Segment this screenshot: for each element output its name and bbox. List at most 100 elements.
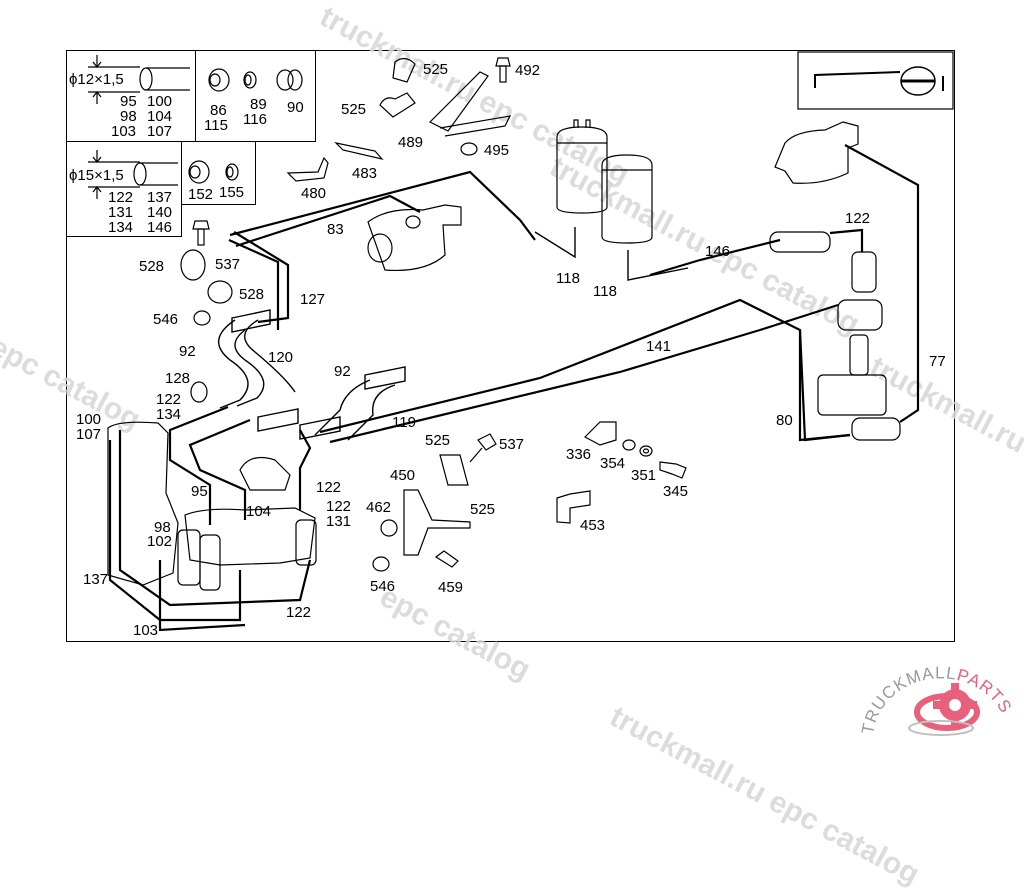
legend-part: 155	[219, 184, 245, 201]
part-label[interactable]: 95	[191, 483, 208, 500]
clip-icon	[190, 381, 208, 403]
clip-icon	[379, 92, 416, 118]
bracket-icon	[584, 421, 617, 446]
part-label[interactable]: 128	[165, 370, 191, 387]
part-label[interactable]: 546	[153, 311, 179, 328]
part-label[interactable]: 122	[286, 604, 312, 621]
pipe-lower-2	[108, 440, 242, 622]
part-label[interactable]: 118	[593, 283, 617, 300]
part-label[interactable]: 100	[76, 411, 102, 428]
part-label[interactable]: 102	[147, 533, 173, 550]
nut-icon	[193, 310, 211, 326]
pump-icon	[774, 121, 859, 184]
legend-part: 134	[108, 219, 134, 236]
part-label[interactable]: 351	[631, 467, 657, 484]
pipe-480	[229, 170, 536, 241]
part-label[interactable]: 528	[239, 286, 265, 303]
brand-logo: TRUCKMALLPARTS	[855, 650, 1024, 750]
hose-92	[218, 319, 249, 409]
legend-part: 115	[204, 117, 228, 134]
nut-icon	[208, 68, 230, 92]
inset-box	[797, 51, 954, 110]
legend-part: 152	[188, 186, 214, 203]
part-label[interactable]: 120	[268, 349, 294, 366]
legend-part: 131	[108, 204, 134, 221]
legend-part: 95	[120, 93, 137, 110]
part-label[interactable]: 77	[929, 353, 946, 370]
part-label[interactable]: 122	[326, 498, 352, 515]
part-label[interactable]: 122	[156, 391, 182, 408]
pipe-left-2	[188, 418, 251, 520]
legend-part: 107	[147, 123, 173, 140]
part-label[interactable]: 525	[423, 61, 449, 78]
part-label[interactable]: 480	[301, 185, 327, 202]
legend-fittings-bottom	[181, 141, 256, 205]
part-label[interactable]: 336	[566, 446, 592, 463]
part-label[interactable]: 462	[366, 499, 392, 516]
legend-part: 122	[108, 189, 134, 206]
part-label[interactable]: 453	[580, 517, 606, 534]
part-label[interactable]: 104	[246, 503, 272, 520]
legend-part: 146	[147, 219, 173, 236]
washer-icon	[639, 445, 653, 457]
parts-drawing	[88, 51, 954, 632]
part-label[interactable]: 103	[133, 622, 159, 639]
bracket-icon	[286, 156, 329, 182]
bracket-icon	[403, 489, 471, 556]
bolt-icon	[192, 220, 210, 246]
part-label[interactable]: 119	[392, 414, 416, 431]
part-label[interactable]: 122	[316, 479, 342, 496]
ferrule-icon	[225, 163, 239, 181]
fitting-92c	[299, 416, 341, 440]
part-label[interactable]: 525	[425, 432, 451, 449]
hose-92-inner	[234, 329, 265, 407]
legend-part: 89	[250, 96, 267, 113]
pipe-122	[829, 228, 864, 252]
part-label[interactable]: 107	[76, 426, 102, 443]
part-label[interactable]: 546	[370, 578, 396, 595]
pipe-127	[233, 231, 290, 324]
part-label[interactable]: 495	[484, 142, 510, 159]
gear-icon	[908, 683, 980, 736]
nut-icon	[380, 519, 398, 537]
part-label[interactable]: 98	[154, 519, 171, 536]
part-label[interactable]: 80	[776, 412, 793, 429]
pipe-spec-15: ϕ15×1,5	[69, 167, 124, 184]
part-label[interactable]: 127	[300, 291, 326, 308]
part-label[interactable]: 483	[352, 165, 378, 182]
part-label[interactable]: 492	[515, 62, 541, 79]
part-label[interactable]: 122	[845, 210, 871, 227]
nut-icon	[460, 142, 478, 156]
part-label[interactable]: 92	[179, 343, 196, 360]
part-label[interactable]: 83	[327, 221, 344, 238]
part-label[interactable]: 489	[398, 134, 424, 151]
part-label[interactable]: 354	[600, 455, 626, 472]
pipe-146	[649, 238, 781, 277]
part-label[interactable]: 525	[341, 101, 367, 118]
fitting-92b	[364, 366, 406, 390]
part-label[interactable]: 459	[438, 579, 464, 596]
part-label[interactable]: 537	[499, 436, 525, 453]
part-label[interactable]: 525	[470, 501, 496, 518]
part-label[interactable]: 134	[156, 406, 182, 423]
clip-icon	[207, 280, 233, 304]
part-label[interactable]: 345	[663, 483, 689, 500]
part-label[interactable]: 141	[646, 338, 672, 355]
clip-icon	[439, 454, 469, 486]
legend-part: 103	[111, 123, 137, 140]
part-label[interactable]: 137	[83, 571, 109, 588]
fitting-120	[257, 408, 299, 432]
part-label[interactable]: 537	[215, 256, 241, 273]
legend-part: 90	[287, 99, 304, 116]
bracket-icon	[556, 490, 591, 524]
valve-assembly-icon	[769, 231, 901, 441]
part-label[interactable]: 118	[556, 270, 580, 287]
part-label[interactable]: 146	[705, 243, 731, 260]
part-label[interactable]: 450	[390, 467, 416, 484]
legend-part: 86	[210, 102, 227, 119]
legend-part: 116	[243, 111, 267, 128]
part-label[interactable]: 92	[334, 363, 351, 380]
bolt-icon	[469, 433, 497, 463]
part-label[interactable]: 528	[139, 258, 165, 275]
part-label[interactable]: 131	[326, 513, 352, 530]
